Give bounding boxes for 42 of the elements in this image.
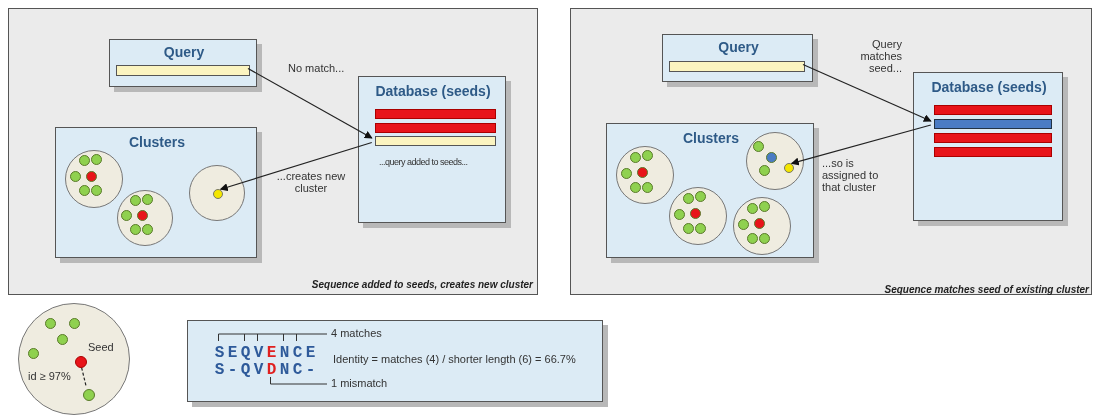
panel-caption: Sequence added to seeds, creates new cluster [310, 279, 533, 290]
sequence-text: S-QVDNC- [213, 361, 317, 379]
annotation-text: 1 mismatch [331, 377, 389, 389]
scenario-panel [570, 8, 1092, 295]
panel-caption: Sequence matches seed of existing cluster [883, 284, 1089, 295]
seed-label: Seed [88, 341, 114, 353]
sequence-text: SEQVENCE [213, 344, 317, 362]
sequence-bar [375, 109, 496, 119]
cluster-circle [117, 190, 173, 246]
box-heading: Database (seeds) [374, 83, 492, 99]
arrow [247, 67, 373, 139]
arrow [802, 63, 932, 122]
box-heading: Clusters [128, 134, 186, 150]
box-heading: Query [162, 44, 206, 60]
sequence-bar [375, 136, 496, 146]
sequence-bar [934, 119, 1052, 129]
sequence-bar [934, 133, 1052, 143]
annotation-text: 4 matches [331, 327, 383, 339]
arrow [219, 141, 373, 191]
arrow [790, 124, 932, 166]
cluster-circle [189, 165, 245, 221]
sequence-bar [934, 105, 1052, 115]
box-heading: Query [717, 39, 760, 55]
sequence-dot [784, 163, 794, 173]
sequence-bar [116, 65, 250, 76]
box-heading: Clusters [682, 130, 740, 146]
annotation-text: Identity = matches (4) / shorter length (6) = 66.7% [333, 353, 577, 365]
edge-label: No match... [288, 62, 346, 74]
connector-line [81, 367, 87, 388]
edge-label: ...so is assigned to that cluster [822, 157, 880, 193]
seed-dot [75, 356, 87, 368]
scenario-panel [8, 8, 538, 295]
box-heading: Database (seeds) [930, 79, 1048, 95]
sequence-dot [83, 389, 95, 401]
edge-label: ...creates new cluster [275, 170, 347, 194]
sequence-bar [375, 123, 496, 133]
sequence-dot [213, 189, 223, 199]
edge-label: id ≥ 97% [28, 370, 72, 382]
note-text: ...query added to seeds... [379, 157, 469, 167]
sequence-bar [669, 61, 805, 72]
sequence-bar [934, 147, 1052, 157]
edge-label: Query matches seed... [859, 38, 902, 74]
